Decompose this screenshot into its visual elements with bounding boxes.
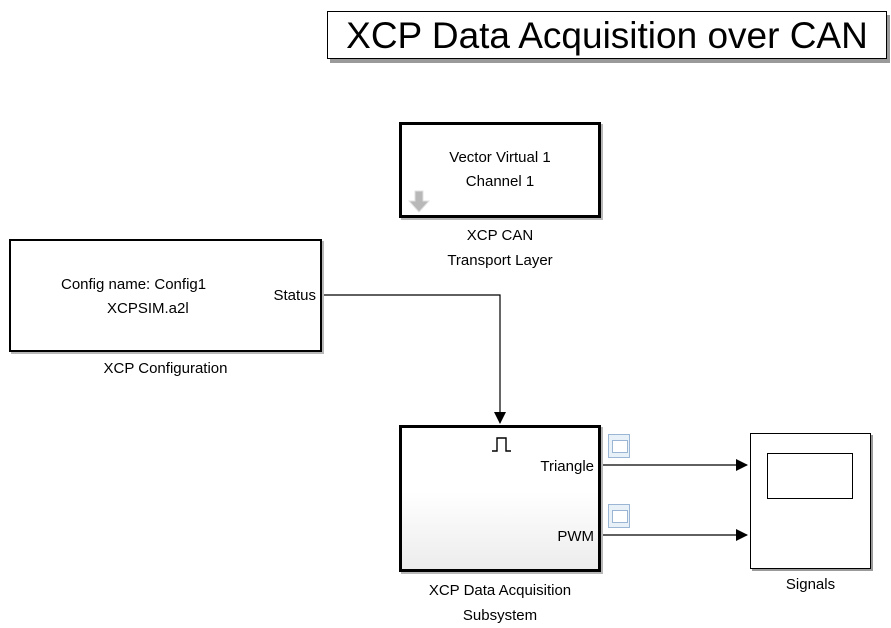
config-caption: XCP Configuration	[103, 360, 228, 377]
triangle-logging-icon[interactable]	[608, 434, 630, 458]
download-arrow-icon	[408, 190, 430, 213]
daq-caption-line2: Subsystem	[462, 607, 538, 624]
pwm-logging-icon[interactable]	[608, 504, 630, 528]
signals-scope-block[interactable]	[750, 433, 871, 569]
transport-caption-line1: XCP CAN	[466, 227, 534, 244]
model-title: XCP Data Acquisition over CAN	[346, 15, 868, 56]
status-signal-line[interactable]	[322, 294, 506, 424]
transport-channel-label: Channel 1	[465, 173, 535, 190]
transport-caption-line2: Transport Layer	[447, 252, 553, 269]
xcp-can-transport-block[interactable]: Vector Virtual 1 Channel 1	[399, 122, 601, 218]
trigger-pulse-icon	[492, 437, 511, 452]
model-title-box[interactable]: XCP Data Acquisition over CAN	[327, 11, 887, 59]
scope-screen-icon	[767, 453, 853, 499]
signals-caption: Signals	[785, 576, 836, 593]
config-name-label: Config name: Config1	[61, 276, 207, 293]
xcp-daq-subsystem-block[interactable]: Triangle PWM	[399, 425, 601, 572]
transport-device-label: Vector Virtual 1	[449, 149, 551, 166]
config-file-label: XCPSIM.a2l	[107, 300, 189, 317]
triangle-port-label: Triangle	[540, 458, 594, 475]
pwm-port-label: PWM	[557, 528, 594, 545]
daq-caption-line1: XCP Data Acquisition	[428, 582, 572, 599]
status-port-label: Status	[273, 287, 316, 304]
xcp-configuration-block[interactable]: Config name: Config1 XCPSIM.a2l Status	[9, 239, 322, 352]
